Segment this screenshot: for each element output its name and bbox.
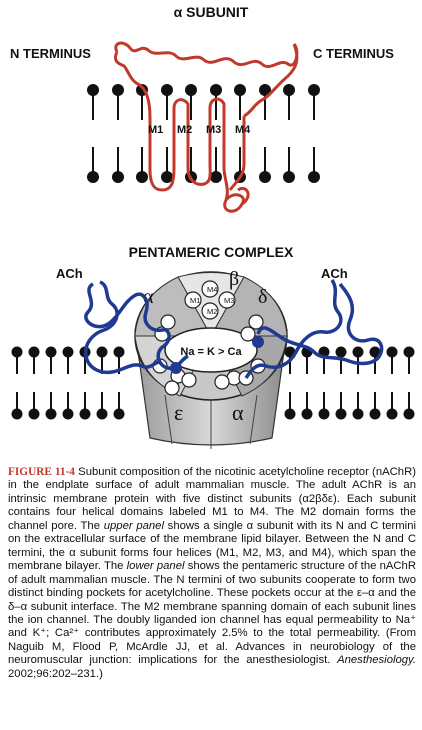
lipid-head bbox=[386, 408, 398, 420]
domain-label-m4: M4 bbox=[235, 124, 251, 136]
caption-segment: shows the pentameric structure of the nA… bbox=[8, 560, 416, 667]
lipid-head bbox=[62, 346, 74, 358]
alpha-subunit-chain bbox=[113, 41, 299, 213]
ach-pocket-left bbox=[170, 362, 182, 374]
caption-segment: Anesthesiology. bbox=[337, 654, 416, 667]
lipid-head bbox=[11, 346, 23, 358]
lipid-head bbox=[283, 84, 295, 96]
lipid-head bbox=[308, 84, 320, 96]
helix-circle bbox=[164, 380, 180, 396]
center-domain-m4: M4 bbox=[207, 285, 217, 294]
domain-label-m1: M1 bbox=[148, 124, 163, 136]
lipid-head bbox=[352, 408, 364, 420]
lipid-head bbox=[259, 171, 271, 183]
lipid-head bbox=[403, 346, 415, 358]
lipid-head bbox=[62, 408, 74, 420]
lipid-head bbox=[284, 408, 296, 420]
subunit-label-alpha-bottom: α bbox=[232, 400, 244, 425]
lipid-head bbox=[87, 84, 99, 96]
lipid-head bbox=[96, 408, 108, 420]
lower-panel-title: PENTAMERIC COMPLEX bbox=[129, 244, 294, 260]
lipid-head bbox=[96, 346, 108, 358]
subunit-label-epsilon: ε bbox=[174, 400, 183, 425]
lipid-head bbox=[301, 408, 313, 420]
channel-seam-left bbox=[164, 394, 173, 445]
n-terminus-label: N TERMINUS bbox=[10, 46, 91, 61]
center-domain-m2: M2 bbox=[207, 307, 217, 316]
upper-lipid-bilayer bbox=[87, 84, 320, 183]
domain-label-m3: M3 bbox=[206, 124, 221, 136]
lipid-head bbox=[234, 84, 246, 96]
caption-lead: FIGURE 11-4 bbox=[8, 466, 75, 478]
ach-label-left: ACh bbox=[56, 266, 83, 281]
upper-panel-title: α SUBUNIT bbox=[174, 4, 249, 20]
ach-label-right: ACh bbox=[321, 266, 348, 281]
ach-binding-chain-right bbox=[244, 279, 384, 379]
lipid-head bbox=[318, 408, 330, 420]
subunit-label-delta: δ bbox=[258, 286, 267, 308]
pore-permeability-label: Na = K > Ca bbox=[180, 346, 242, 358]
lipid-head bbox=[161, 84, 173, 96]
lipid-head bbox=[11, 408, 23, 420]
lipid-head bbox=[308, 171, 320, 183]
m4-helix bbox=[228, 116, 246, 191]
helix-circle bbox=[248, 314, 264, 330]
subunit-wedge-delta bbox=[210, 276, 288, 337]
center-domain-m1: M1 bbox=[190, 296, 200, 305]
caption-segment: lower panel bbox=[126, 560, 185, 573]
lipid-head bbox=[210, 84, 222, 96]
lipid-head bbox=[161, 171, 173, 183]
lipid-head bbox=[335, 346, 347, 358]
caption-text: Subunit composition of the nicotinic ace… bbox=[8, 466, 416, 680]
subunit-label-beta: β bbox=[229, 268, 239, 290]
helix-circle bbox=[214, 374, 230, 390]
domain-label-m2: M2 bbox=[177, 124, 192, 136]
lipid-head bbox=[335, 408, 347, 420]
caption-segment: 2002;96:202–231.) bbox=[8, 667, 103, 680]
center-domain-m3: M3 bbox=[224, 296, 234, 305]
lipid-head bbox=[112, 84, 124, 96]
lipid-head bbox=[403, 408, 415, 420]
lipid-head bbox=[113, 346, 125, 358]
ach-binding-chain-left bbox=[83, 280, 189, 375]
helix-circle bbox=[240, 326, 256, 342]
helix-circle bbox=[184, 291, 202, 309]
lipid-head bbox=[185, 84, 197, 96]
lipid-head bbox=[386, 346, 398, 358]
lipid-head bbox=[45, 408, 57, 420]
lipid-head bbox=[259, 84, 271, 96]
ach-pocket-right bbox=[252, 336, 264, 348]
subunit-label-alpha-top: α bbox=[143, 286, 154, 308]
caption-segment: shows a single α subunit with its N and … bbox=[8, 519, 416, 573]
caption-segment: upper panel bbox=[103, 519, 164, 532]
lipid-head bbox=[45, 346, 57, 358]
helix-circle bbox=[201, 280, 219, 298]
lipid-head bbox=[283, 171, 295, 183]
lipid-head bbox=[369, 346, 381, 358]
figure-caption: FIGURE 11-4 Subunit composition of the n… bbox=[8, 466, 416, 681]
lower-lipid-bilayer bbox=[11, 346, 415, 420]
lipid-head bbox=[87, 171, 99, 183]
lipid-head bbox=[28, 346, 40, 358]
lipid-head bbox=[136, 171, 148, 183]
lipid-head bbox=[113, 408, 125, 420]
pore bbox=[164, 327, 258, 373]
helix-circle bbox=[201, 302, 219, 320]
helix-circle bbox=[181, 372, 197, 388]
lipid-head bbox=[79, 408, 91, 420]
lipid-head bbox=[352, 346, 364, 358]
lipid-head bbox=[210, 171, 222, 183]
lipid-head bbox=[112, 171, 124, 183]
helix-circle bbox=[218, 291, 236, 309]
caption-segment: Subunit composition of the nicotinic ace… bbox=[8, 466, 416, 532]
lipid-head bbox=[369, 408, 381, 420]
lipid-head bbox=[28, 408, 40, 420]
channel-seam-right bbox=[249, 394, 258, 445]
helix-circle bbox=[160, 314, 176, 330]
c-terminus-label: C TERMINUS bbox=[313, 46, 394, 61]
